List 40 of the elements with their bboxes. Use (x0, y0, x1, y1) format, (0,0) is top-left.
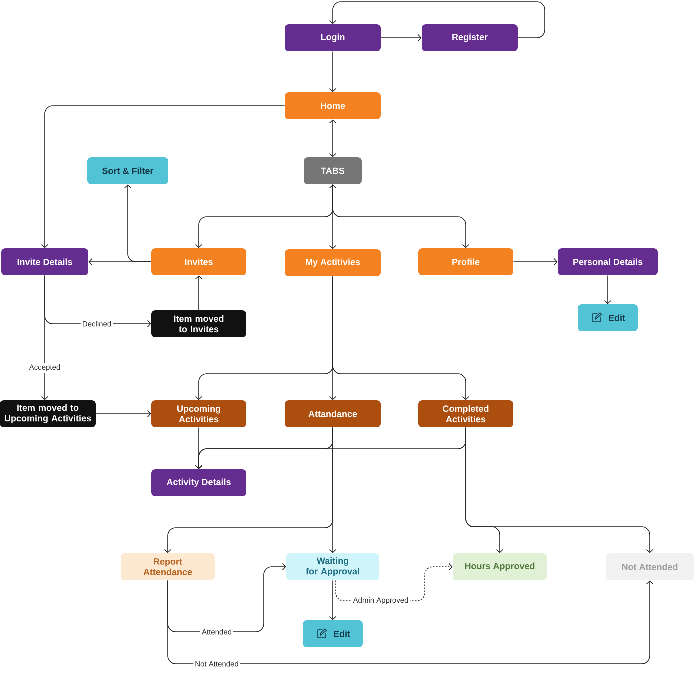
screen-box: Home (285, 92, 381, 120)
arrow (329, 427, 337, 554)
arrow (168, 580, 654, 664)
screen-box: Login (285, 24, 381, 52)
edit-button: Edit (578, 304, 638, 332)
arrow (329, 120, 337, 158)
arrow (513, 258, 558, 266)
arrow (195, 276, 203, 311)
status-box: Report Attendance (121, 554, 215, 580)
arrow (329, 580, 337, 620)
screen-box: Activity Details (152, 470, 246, 496)
arrow (329, 184, 337, 250)
status-box: Hours Approved (453, 554, 547, 580)
arrow (466, 427, 654, 554)
screen-box: Sort & Filter (88, 158, 168, 184)
arrow (41, 275, 49, 400)
edit-button: Edit (303, 620, 363, 648)
arrow (124, 184, 152, 262)
arrow (41, 106, 286, 248)
arrow (332, 276, 470, 400)
arrow (329, 51, 337, 92)
message-box: Item moved to Upcoming Activities (0, 400, 96, 428)
status-box: Not Attended (606, 554, 694, 580)
screen-box: Register (422, 24, 518, 52)
arrow (604, 275, 612, 304)
screen-box: Profile (418, 248, 514, 276)
screen-box: Personal Details (558, 248, 658, 276)
screen-box: Invites (152, 248, 246, 276)
message-box: Item moved to Invites (152, 310, 246, 338)
arrow (380, 34, 422, 42)
screen-box: TABS (304, 158, 362, 184)
screen-box: My Actitivies (285, 250, 381, 276)
status-box: Waiting for Approval (286, 554, 380, 580)
arrow (96, 410, 152, 418)
screen-box: Upcoming Activities (152, 400, 246, 428)
arrow (332, 184, 470, 248)
screen-box: Invite Details (2, 248, 88, 276)
screen-box: Completed Activities (418, 400, 514, 428)
screen-box: Attandance (285, 400, 381, 428)
arrow (329, 2, 546, 38)
